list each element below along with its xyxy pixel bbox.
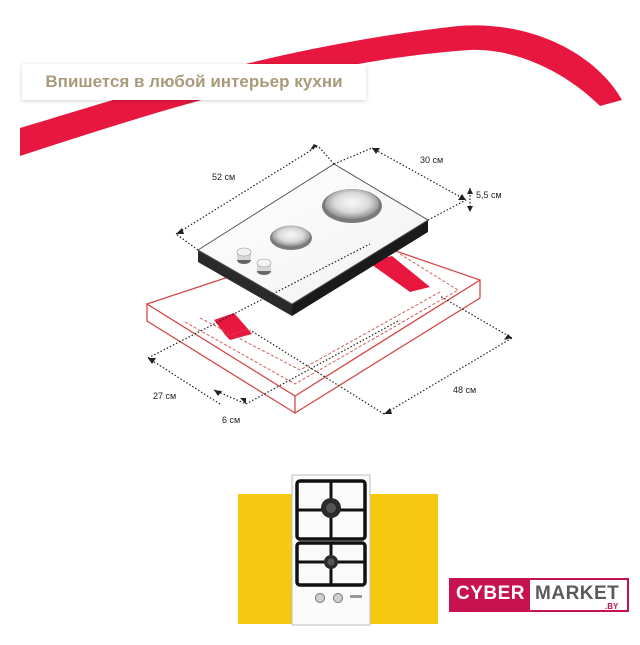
burner-small — [270, 225, 312, 250]
knob-right — [256, 258, 272, 275]
dimension-width-cutout: 48 см — [453, 385, 477, 395]
brand-logo-part2: MARKET — [535, 583, 620, 604]
burner-large — [322, 189, 382, 223]
cutout-red-bottom — [226, 329, 252, 340]
dimension-lines — [147, 145, 513, 415]
knob-left — [236, 247, 252, 264]
title-text: Впишется в любой интерьер кухни — [45, 72, 343, 91]
cutout-red-right — [368, 256, 430, 292]
dimension-margin: 6 см — [222, 415, 241, 425]
dimension-arrows — [148, 144, 512, 414]
cutout-outline — [184, 253, 459, 385]
title-banner: Впишется в любой интерьер кухни — [22, 64, 366, 100]
red-swoosh — [20, 25, 622, 157]
dimension-height: 5,5 см — [476, 190, 502, 200]
brand-logo-tld: .BY — [605, 602, 619, 611]
dimension-width-top: 52 см — [212, 172, 236, 182]
gas-hob-photo — [291, 474, 371, 626]
dimension-depth-cutout: 27 см — [153, 391, 177, 401]
dimension-depth-top: 30 см — [420, 155, 444, 165]
cutout-red-left — [214, 313, 248, 336]
brand-logo: CYBER MARKET — [449, 578, 630, 612]
brand-logo-part1: CYBER — [451, 580, 531, 610]
